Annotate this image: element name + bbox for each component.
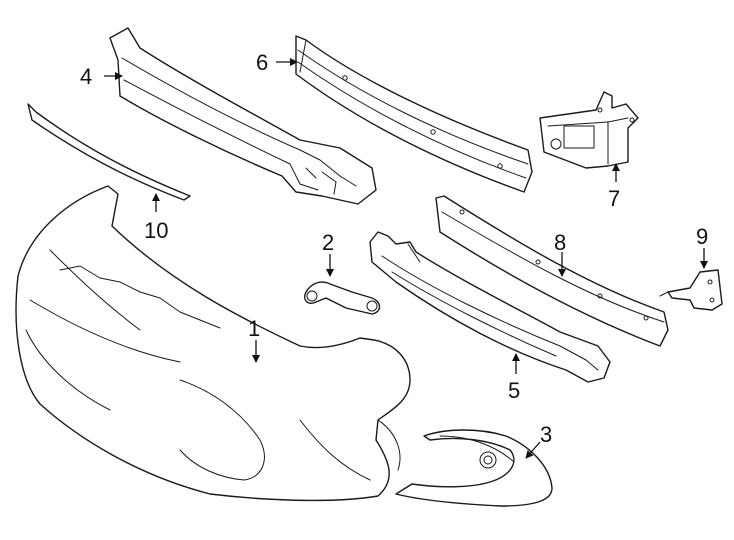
upper-energy-absorber [109,27,377,205]
callout-6: 6 [256,50,268,75]
lower-reinforcement [435,195,669,347]
leader-lines [104,58,708,459]
bumper-cover [15,185,411,502]
callout-3: 3 [540,422,552,447]
callout-4: 4 [80,64,92,89]
bracket-arm [304,281,381,315]
callout-labels: 4 6 7 8 9 2 10 1 5 3 [80,50,708,447]
callout-9: 9 [696,224,708,249]
callout-1: 1 [248,316,260,341]
callout-10: 10 [144,218,168,243]
callout-8: 8 [554,230,566,255]
callout-7: 7 [608,186,620,211]
callout-2: 2 [322,230,334,255]
mounting-bracket [539,91,639,169]
lower-energy-absorber [369,231,611,383]
grille-molding-strip [27,103,191,201]
side-bracket [659,269,723,311]
fog-lamp-bezel [395,429,553,507]
callout-5: 5 [508,378,520,403]
reinforcement-beam [295,35,533,193]
